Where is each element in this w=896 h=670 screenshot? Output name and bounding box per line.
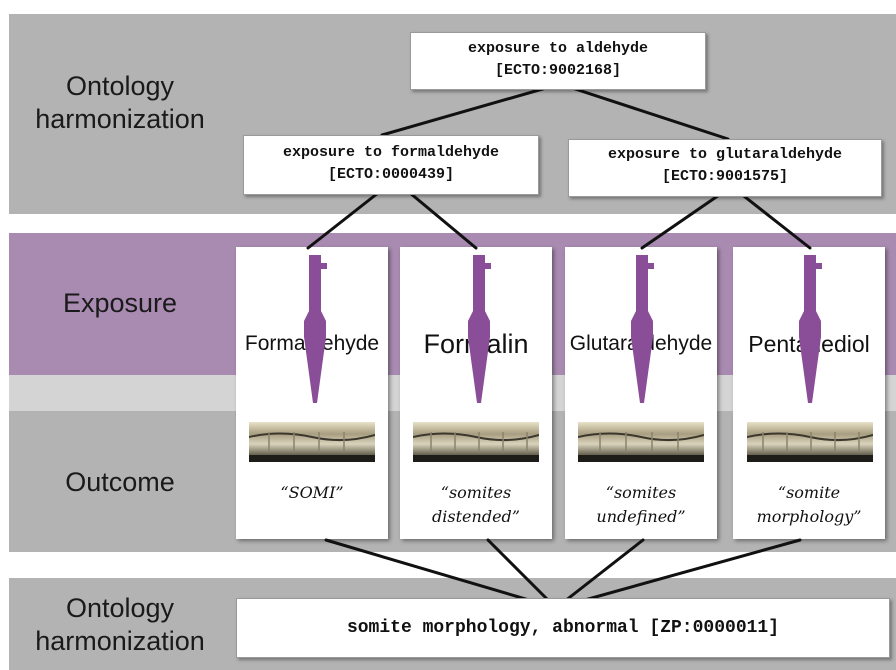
bottom-ontology-label: Ontology harmonization [35,593,205,656]
embryo-image [413,422,539,462]
ontology-parent-term: exposure to aldehyde [467,40,649,57]
ontology-child-id: [ECTO:9001575] [661,168,789,185]
ontology-child-glutaraldehyde-box: exposure to glutaraldehyde [ECTO:9001575… [568,139,882,197]
ontology-child-term: exposure to glutaraldehyde [607,146,843,163]
pipette-icon [631,255,654,403]
connector-formaldehyde-card1 [306,191,380,250]
outcome-label: Outcome [65,467,175,497]
embryo-image [578,422,704,462]
ontology-child-id: [ECTO:0000439] [327,166,455,183]
exposure-card-formaldehyde: Formaldehyde “SOMI” [236,247,388,539]
outcome-quote: “somites distended” [432,483,520,526]
ontology-parent-id: [ECTO:9002168] [494,62,622,79]
connector-card2-outcome [486,538,558,610]
ontology-parent-box: exposure to aldehyde [ECTO:9002168] [410,32,706,90]
connector-parent-right [558,82,730,141]
connector-glutaraldehyde-card3 [640,191,724,250]
ontology-child-term: exposure to formaldehyde [282,144,500,161]
outcome-ontology-box: somite morphology, abnormal [ZP:0000011] [236,598,890,658]
pipette-icon [468,255,491,403]
outcome-quote: “somite morphology” [756,483,862,526]
embryo-image [249,422,375,462]
exposure-card-pentanediol: Pentanediol “somite morphology” [733,247,885,539]
embryo-image [747,422,873,462]
pipette-icon [304,255,327,403]
connector-glutaraldehyde-card4 [738,191,812,250]
top-ontology-label: Ontology harmonization [35,71,205,134]
exposure-card-glutaraldehyde: Glutaraldehyde “somites undefined” [565,247,717,539]
connector-card3-outcome [554,538,645,610]
outcome-quote: “SOMI” [280,483,344,502]
ontology-child-formaldehyde-box: exposure to formaldehyde [ECTO:0000439] [243,135,539,195]
connector-parent-left [380,82,562,137]
pipette-icon [799,255,822,403]
outcome-quote: “somites undefined” [596,483,686,526]
exposure-card-formalin: Formalin “somites distended” [400,247,552,539]
connector-card4-outcome [554,538,802,610]
connector-card1-outcome [324,538,558,610]
exposure-label: Exposure [62,288,178,318]
connector-formaldehyde-card2 [408,191,478,250]
